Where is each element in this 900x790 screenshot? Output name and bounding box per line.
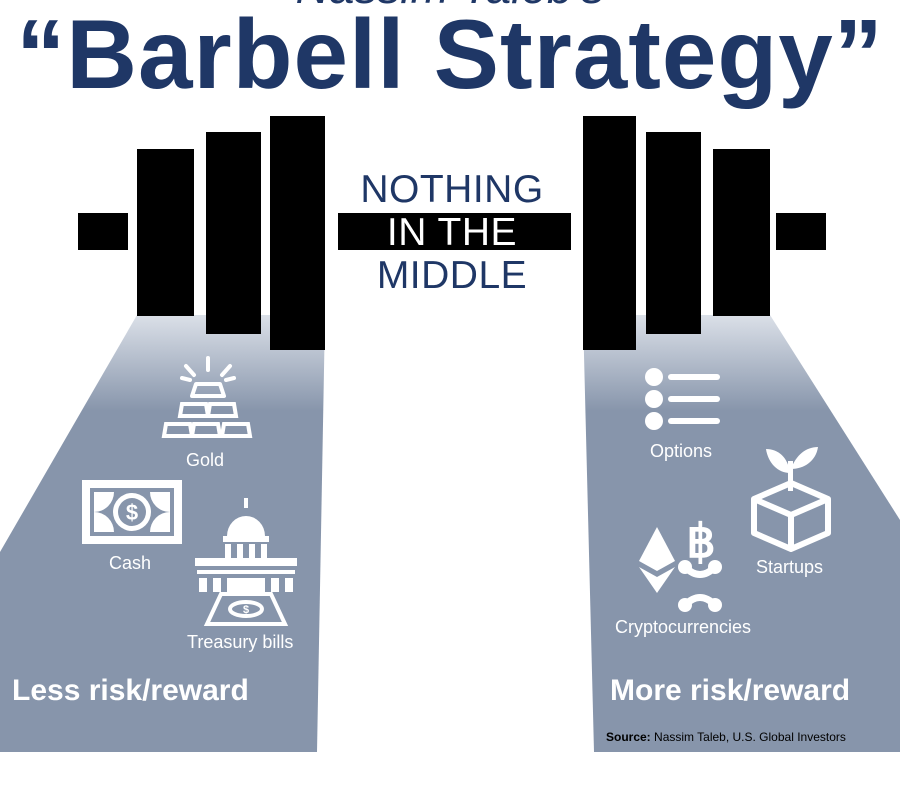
right-footer-label: More risk/reward bbox=[610, 674, 851, 707]
center-text-in-the: IN THE bbox=[386, 211, 518, 254]
sprout-box-icon bbox=[751, 447, 831, 552]
page-title: “Barbell Strategy” bbox=[16, 0, 884, 109]
title-subtitle: Nassim Taleb's bbox=[0, 0, 900, 14]
gold-bars-icon bbox=[161, 356, 253, 438]
barbell-left-end bbox=[78, 213, 128, 250]
item-label-options: Options bbox=[650, 441, 713, 461]
center-text-nothing: NOTHING bbox=[360, 168, 544, 211]
svg-text:฿: ฿ bbox=[686, 515, 715, 567]
item-label-startups: Startups bbox=[756, 557, 824, 577]
left-plate-medium bbox=[206, 132, 261, 334]
barbell-center-bar bbox=[338, 213, 571, 250]
left-plate-large bbox=[270, 116, 325, 350]
item-label-gold: Gold bbox=[186, 450, 225, 470]
item-label-treasury-bills: Treasury bills bbox=[187, 632, 294, 652]
right-plate-small bbox=[713, 149, 770, 316]
crypto-coins-icon: ฿ bbox=[639, 515, 722, 612]
banknote-icon: $ bbox=[82, 480, 182, 544]
center-text-middle: MIDDLE bbox=[376, 254, 528, 297]
left-footer-label: Less risk/reward bbox=[12, 674, 249, 707]
source-text: Nassim Taleb, U.S. Global Investors bbox=[654, 730, 846, 744]
left-plate-small bbox=[137, 149, 194, 316]
source-credit: Source: Nassim Taleb, U.S. Global Invest… bbox=[606, 730, 846, 744]
barbell-right-end bbox=[776, 213, 826, 250]
svg-text:$: $ bbox=[126, 500, 138, 525]
item-label-cash: Cash bbox=[109, 553, 152, 573]
item-label-cryptocurrencies: Cryptocurrencies bbox=[615, 617, 752, 637]
source-prefix: Source: bbox=[606, 730, 651, 744]
right-plate-medium bbox=[646, 132, 701, 334]
capitol-building-icon: $ bbox=[195, 498, 297, 626]
option-list-icon bbox=[645, 368, 720, 430]
right-plate-large bbox=[583, 116, 636, 350]
svg-text:$: $ bbox=[243, 604, 249, 616]
